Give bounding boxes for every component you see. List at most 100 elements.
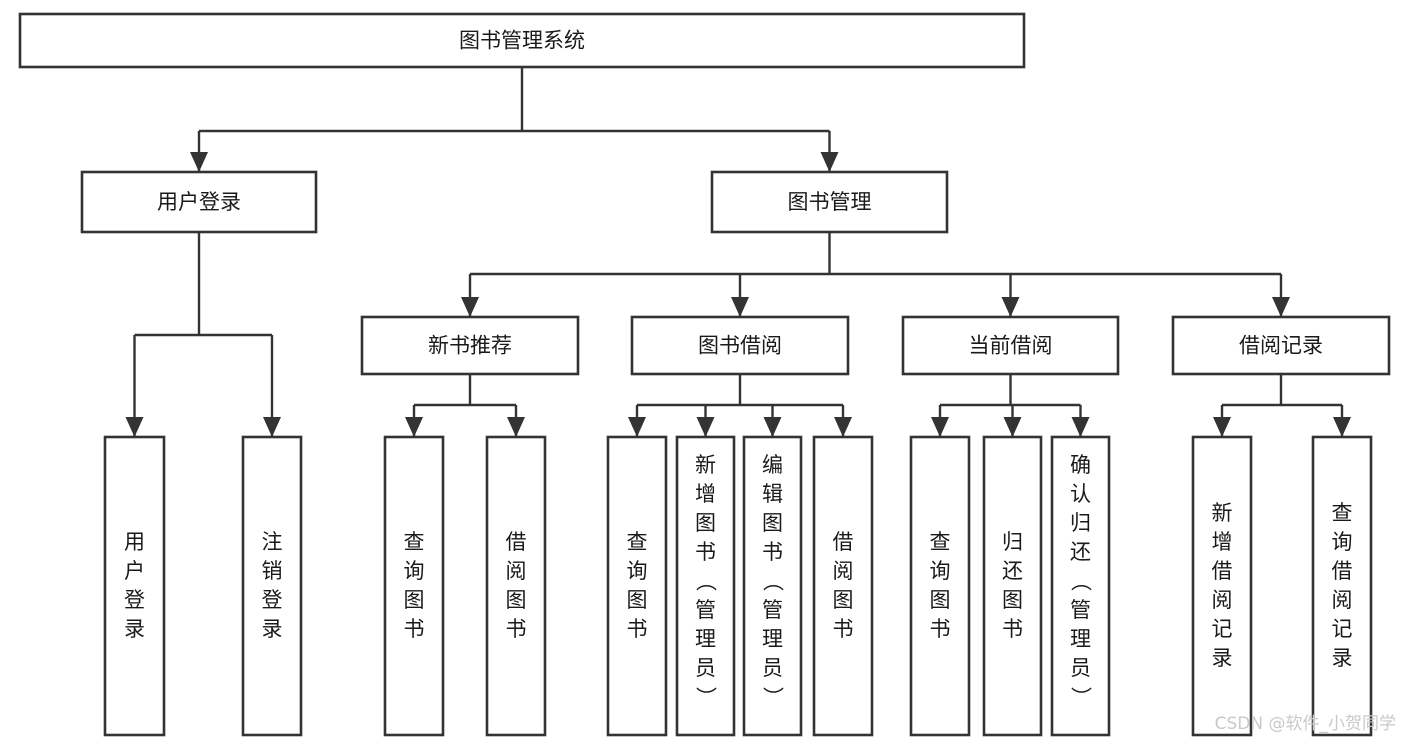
edge-group-edge-userlogin-to-leaves <box>125 232 281 437</box>
node-label-leaf-edit-book-char-5: 管 <box>762 598 783 622</box>
node-box-leaf-add-book <box>675 435 736 737</box>
node-label-leaf-add-book-char-3: 书 <box>695 540 716 564</box>
node-box-leaf-user-logout <box>241 435 303 737</box>
node-label-leaf-borrow-book-1-char-3: 书 <box>506 617 527 641</box>
node-leaf-user-login[interactable]: 用户登录 <box>103 435 166 737</box>
node-label-leaf-query-record-char-2: 借 <box>1332 559 1353 583</box>
arrow-head-icon <box>1001 297 1020 317</box>
node-label-leaf-user-login-char-0: 用 <box>124 530 145 554</box>
node-box-leaf-query-book-3 <box>909 435 971 737</box>
node-user-login[interactable]: 用户登录 <box>80 170 318 234</box>
node-label-leaf-return-book-char-0: 归 <box>1002 530 1023 554</box>
arrow-head-icon <box>405 417 423 437</box>
node-label-book-management: 图书管理 <box>788 190 872 214</box>
arrow-head-icon <box>190 152 208 172</box>
node-label-leaf-query-book-3-char-1: 询 <box>930 559 951 583</box>
node-label-leaf-add-record-char-3: 阅 <box>1212 588 1233 612</box>
node-box-leaf-query-book-1 <box>383 435 445 737</box>
node-label-leaf-query-record-char-3: 阅 <box>1332 588 1353 612</box>
node-label-leaf-edit-book-char-6: 理 <box>762 627 783 651</box>
node-label-leaf-add-record-char-5: 录 <box>1212 646 1233 670</box>
node-label-leaf-borrow-book-1-char-0: 借 <box>506 530 527 554</box>
node-label-leaf-add-book-char-0: 新 <box>695 453 716 477</box>
node-book-borrow[interactable]: 图书借阅 <box>630 315 850 376</box>
node-label-leaf-confirm-return-char-7: 员 <box>1070 656 1091 680</box>
node-root[interactable]: 图书管理系统 <box>18 12 1026 69</box>
node-label-new-book-recommend: 新书推荐 <box>428 334 512 358</box>
connectors-layer <box>125 67 1351 437</box>
edge-group-edge-currentborrow-to-leaves <box>931 374 1090 437</box>
node-label-leaf-user-login-char-1: 户 <box>124 559 145 583</box>
node-box-root <box>18 12 1026 69</box>
arrow-head-icon <box>731 297 749 317</box>
arrow-head-icon <box>1071 417 1090 437</box>
node-label-leaf-query-book-3-char-2: 图 <box>930 588 951 612</box>
arrow-head-icon <box>931 417 949 437</box>
node-label-leaf-edit-book-char-4: （ <box>761 570 785 591</box>
node-label-leaf-query-book-2-char-3: 书 <box>627 617 648 641</box>
node-label-leaf-query-book-1-char-0: 查 <box>404 530 425 554</box>
node-label-leaf-add-record-char-0: 新 <box>1212 501 1233 525</box>
arrow-head-icon <box>1333 417 1351 437</box>
node-box-leaf-add-record <box>1191 435 1253 737</box>
node-new-book-recommend[interactable]: 新书推荐 <box>360 315 580 376</box>
node-label-leaf-user-logout-char-2: 登 <box>262 588 283 612</box>
node-label-current-borrow: 当前借阅 <box>969 334 1053 358</box>
node-label-leaf-add-book-char-2: 图 <box>695 511 716 535</box>
node-box-leaf-borrow-book-1 <box>485 435 547 737</box>
node-label-leaf-add-record-char-4: 记 <box>1212 617 1233 641</box>
edge-group-edge-bookborrow-to-leaves <box>628 374 852 437</box>
node-label-leaf-edit-book-char-3: 书 <box>762 540 783 564</box>
arrow-head-icon <box>507 417 525 437</box>
node-label-leaf-confirm-return-char-0: 确 <box>1070 453 1091 477</box>
arrow-head-icon <box>125 417 144 437</box>
node-label-leaf-query-book-1-char-2: 图 <box>404 588 425 612</box>
node-box-leaf-query-book-2 <box>606 435 668 737</box>
node-borrow-record[interactable]: 借阅记录 <box>1171 315 1391 376</box>
node-label-leaf-return-book-char-2: 图 <box>1002 588 1023 612</box>
arrow-head-icon <box>628 417 646 437</box>
node-book-management[interactable]: 图书管理 <box>710 170 949 234</box>
node-label-leaf-confirm-return-char-3: 还 <box>1070 540 1091 564</box>
node-label-leaf-user-login-char-2: 登 <box>124 588 145 612</box>
node-label-leaf-user-logout-char-1: 销 <box>262 559 283 583</box>
node-current-borrow[interactable]: 当前借阅 <box>901 315 1120 376</box>
node-label-leaf-borrow-book-2-char-0: 借 <box>833 530 854 554</box>
node-label-leaf-query-book-2-char-2: 图 <box>627 588 648 612</box>
node-label-leaf-add-book-char-7: 员 <box>695 656 716 680</box>
node-box-leaf-confirm-return <box>1050 435 1111 737</box>
arrow-head-icon <box>763 417 782 437</box>
arrow-head-icon <box>461 297 479 317</box>
node-label-leaf-borrow-book-2-char-3: 书 <box>833 617 854 641</box>
node-label-borrow-record: 借阅记录 <box>1239 334 1323 358</box>
node-label-leaf-return-book-char-3: 书 <box>1002 617 1023 641</box>
arrow-head-icon <box>820 152 839 172</box>
node-label-leaf-confirm-return-char-6: 理 <box>1070 627 1091 651</box>
arrow-head-icon <box>1003 417 1022 437</box>
node-box-leaf-borrow-book-2 <box>812 435 874 737</box>
node-label-leaf-edit-book-char-7: 员 <box>762 656 783 680</box>
csdn-watermark: CSDN @软件_小贺同学 <box>1215 714 1396 734</box>
node-label-leaf-user-login-char-3: 录 <box>124 617 145 641</box>
arrow-head-icon <box>696 417 715 437</box>
edge-group-edge-newbook-to-leaves <box>405 374 525 437</box>
node-label-leaf-confirm-return-char-1: 认 <box>1070 482 1091 506</box>
node-label-leaf-query-book-3-char-0: 查 <box>930 530 951 554</box>
node-box-leaf-return-book <box>982 435 1043 737</box>
node-label-leaf-return-book-char-1: 还 <box>1002 559 1023 583</box>
node-label-leaf-user-logout-char-0: 注 <box>262 530 283 554</box>
arrow-head-icon <box>1272 297 1290 317</box>
node-label-leaf-edit-book-char-2: 图 <box>762 511 783 535</box>
